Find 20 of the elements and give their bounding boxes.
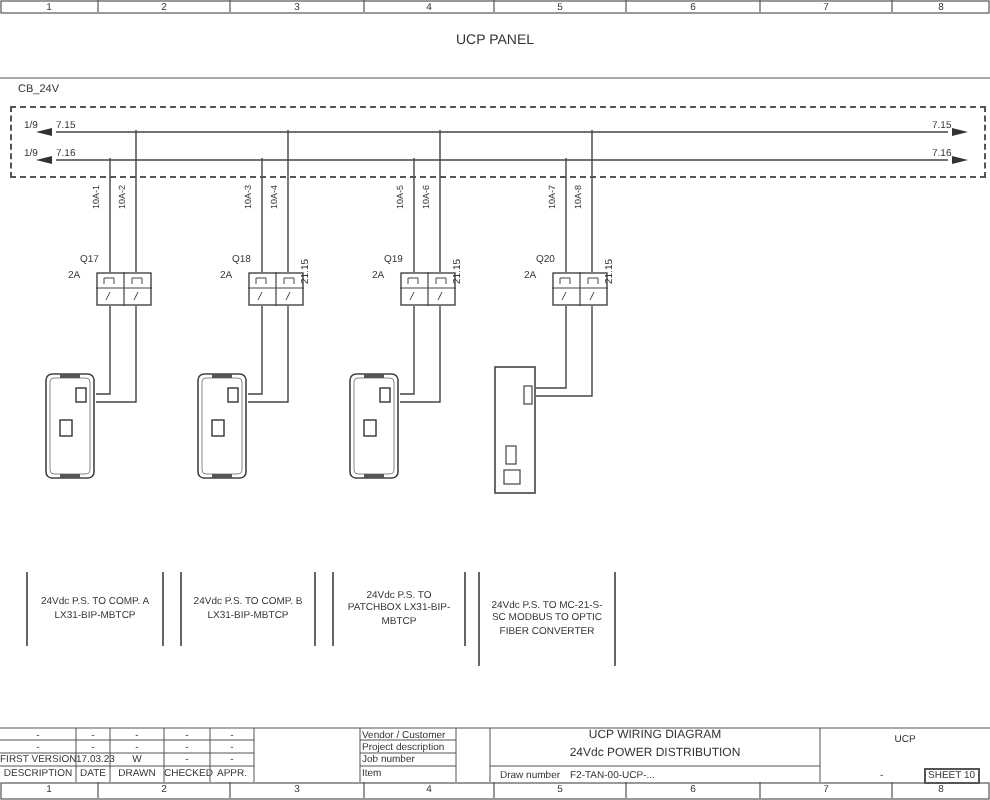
wire [109,157,111,273]
wire [439,129,441,273]
description-panel [478,572,616,666]
description-panel [332,572,466,646]
wire [287,129,289,273]
wire [399,305,415,395]
wire [399,305,441,403]
wire [247,305,289,403]
wire [261,157,263,273]
wire [95,305,111,395]
description-panel [26,572,164,646]
wire [247,305,263,395]
wire [135,129,137,273]
description-panel [180,572,316,646]
wire [95,305,137,403]
wire [565,157,567,273]
wire [591,129,593,273]
wire [413,157,415,273]
wire [535,305,567,389]
wire [535,305,593,397]
